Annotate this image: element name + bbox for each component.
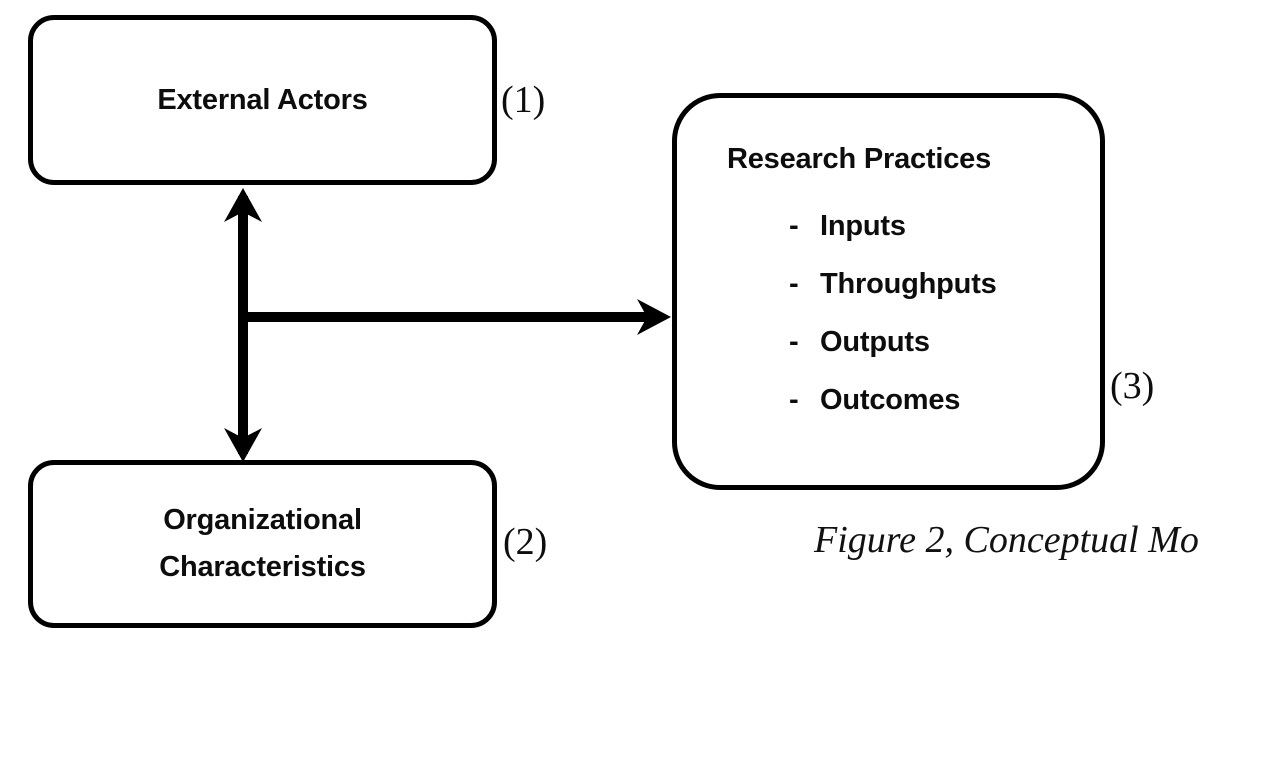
reference-label-2: (2) (503, 521, 548, 563)
node-research-practices[interactable]: Research Practices - Inputs - Throughput… (672, 93, 1105, 490)
list-item: - Outputs (789, 326, 1100, 384)
reference-label-1: (1) (501, 79, 546, 121)
node-org-title-line-2: Characteristics (159, 551, 366, 583)
research-practices-list: - Inputs - Throughputs - Outputs - Outco… (677, 174, 1100, 442)
list-item-label: Outputs (820, 326, 930, 358)
bullet-dash-icon: - (789, 384, 799, 416)
list-item-label: Inputs (820, 210, 906, 242)
node-external-actors-title: External Actors (157, 83, 368, 116)
list-item: - Throughputs (789, 268, 1100, 326)
list-item-label: Outcomes (820, 384, 961, 416)
bullet-dash-icon: - (789, 268, 799, 300)
list-item: - Inputs (789, 210, 1100, 268)
list-item-label: Throughputs (820, 268, 997, 300)
figure-caption: Figure 2, Conceptual Mo (814, 519, 1199, 561)
bullet-dash-icon: - (789, 326, 799, 358)
node-external-actors[interactable]: External Actors (28, 15, 497, 185)
node-research-practices-title: Research Practices (727, 143, 992, 175)
node-organizational-characteristics[interactable]: Organizational Characteristics (28, 460, 497, 628)
node-organizational-characteristics-title: Organizational Characteristics (159, 497, 366, 591)
reference-label-3: (3) (1110, 365, 1155, 407)
node-org-title-line-1: Organizational (163, 504, 362, 537)
vertical-bidirectional-arrow (224, 188, 262, 462)
horizontal-arrow-to-research-practices (243, 299, 671, 335)
list-item: - Outcomes (789, 384, 1100, 442)
bullet-dash-icon: - (789, 210, 799, 242)
